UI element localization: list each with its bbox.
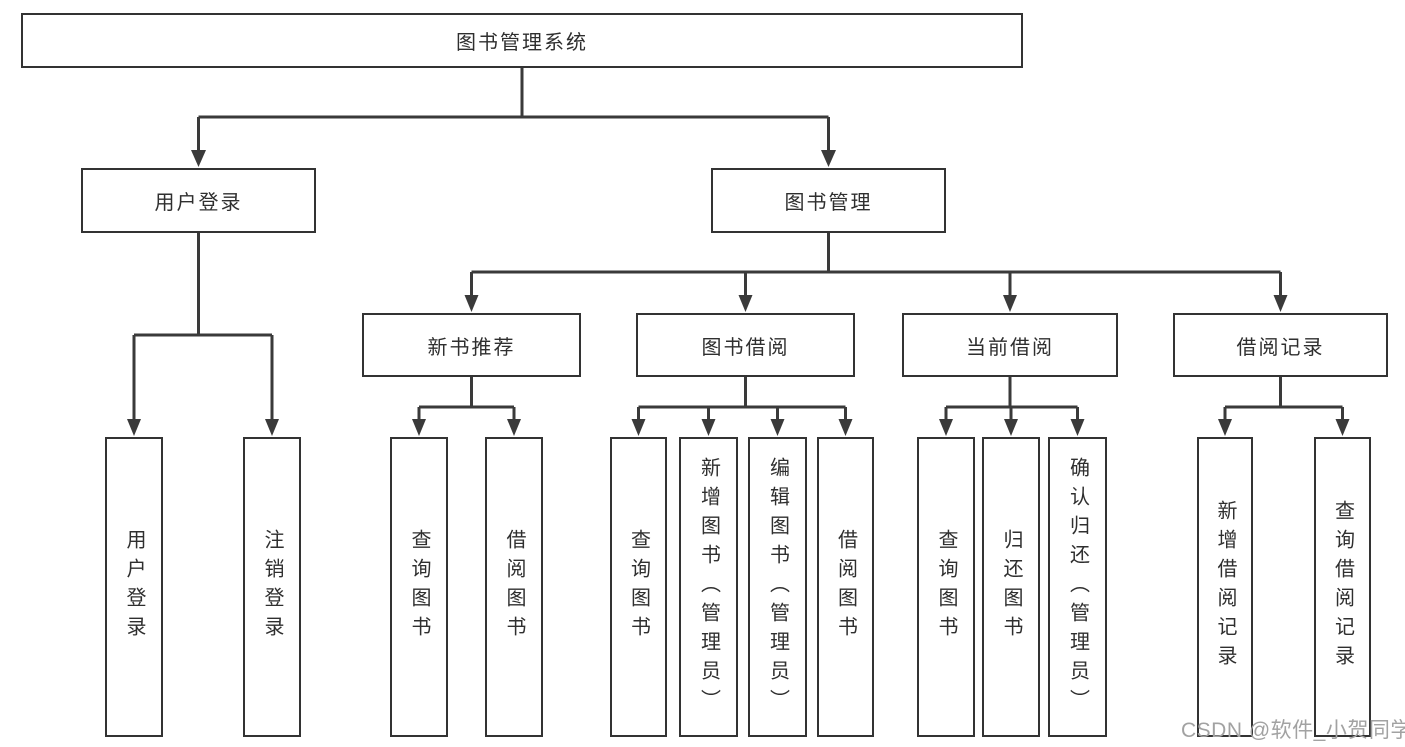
leaf-user-login: 用户登录 [105, 437, 163, 737]
leaf-return-books-label: 归还图书 [1000, 529, 1022, 645]
leaf-add-borrow-record-label: 新增借阅记录 [1214, 500, 1236, 674]
connector-current-borrowing-children [939, 377, 1085, 436]
arrowhead [1004, 419, 1018, 436]
arrowhead [1070, 419, 1085, 436]
arrowhead [1218, 419, 1232, 436]
arrowhead [127, 419, 141, 436]
arrowhead [464, 295, 479, 312]
leaf-borrow-books-recommend: 借阅图书 [485, 437, 543, 737]
leaf-edit-book-admin-label: 编辑图书（管理员） [766, 456, 789, 718]
node-borrowing-records: 借阅记录 [1173, 313, 1388, 377]
arrowhead [191, 150, 206, 167]
leaf-query-borrow-record: 查询借阅记录 [1314, 437, 1371, 737]
leaf-add-borrow-record: 新增借阅记录 [1197, 437, 1253, 737]
node-user-login-label: 用户登录 [154, 192, 243, 214]
node-user-login: 用户登录 [81, 168, 316, 233]
leaf-confirm-return-admin: 确认归还（管理员） [1048, 437, 1107, 737]
arrowhead [738, 295, 753, 312]
leaf-query-books-recommend: 查询图书 [390, 437, 448, 737]
node-library-system-label: 图书管理系统 [456, 32, 588, 54]
connector-root-to-level1 [191, 66, 836, 167]
node-current-borrowing: 当前借阅 [902, 313, 1118, 377]
leaf-borrow-books-borrowing-label: 借阅图书 [834, 529, 857, 645]
node-library-system: 图书管理系统 [21, 13, 1023, 68]
arrowhead [412, 419, 426, 436]
leaf-add-book-admin: 新增图书（管理员） [679, 437, 738, 737]
arrowhead [701, 419, 716, 436]
arrowhead [1273, 295, 1288, 312]
node-book-borrowing-label: 图书借阅 [701, 336, 790, 359]
connector-borrowing-records-children [1218, 377, 1350, 436]
leaf-query-books-borrowing-label: 查询图书 [627, 529, 650, 645]
arrowhead [821, 150, 836, 167]
leaf-query-borrow-record-label: 查询借阅记录 [1331, 500, 1354, 674]
leaf-edit-book-admin: 编辑图书（管理员） [748, 437, 807, 737]
arrowhead [939, 419, 953, 436]
connector-new-book-recommend-children [412, 377, 521, 436]
arrowhead [1335, 419, 1350, 436]
leaf-user-login-label: 用户登录 [123, 529, 145, 645]
leaf-borrow-books-borrowing: 借阅图书 [817, 437, 874, 737]
leaf-query-books-recommend-label: 查询图书 [408, 529, 430, 645]
connector-book-management-children [464, 233, 1288, 312]
leaf-add-book-admin-label: 新增图书（管理员） [697, 456, 720, 718]
node-book-borrowing: 图书借阅 [636, 313, 855, 377]
arrowhead [1003, 295, 1017, 312]
arrowhead [507, 419, 521, 436]
node-new-book-recommend: 新书推荐 [362, 313, 581, 377]
connector-book-borrowing-children [631, 377, 853, 436]
leaf-confirm-return-admin-label: 确认归还（管理员） [1066, 456, 1089, 718]
arrowhead [631, 419, 646, 436]
leaf-logout: 注销登录 [243, 437, 301, 737]
node-book-management-label: 图书管理 [784, 192, 873, 214]
leaf-return-books: 归还图书 [982, 437, 1040, 737]
node-book-management: 图书管理 [711, 168, 946, 233]
connector-user-login-children [127, 233, 279, 436]
node-current-borrowing-label: 当前借阅 [966, 336, 1054, 359]
leaf-query-books-current-label: 查询图书 [935, 529, 957, 645]
node-new-book-recommend-label: 新书推荐 [427, 336, 516, 359]
node-borrowing-records-label: 借阅记录 [1236, 336, 1325, 359]
arrowhead [838, 419, 853, 436]
leaf-borrow-books-recommend-label: 借阅图书 [503, 529, 525, 645]
leaf-query-books-borrowing: 查询图书 [610, 437, 667, 737]
arrowhead [265, 419, 279, 436]
leaf-query-books-current: 查询图书 [917, 437, 975, 737]
leaf-logout-label: 注销登录 [261, 529, 283, 645]
csdn-watermark: CSDN @软件_小贺同学 [1181, 719, 1405, 742]
arrowhead [770, 419, 785, 436]
